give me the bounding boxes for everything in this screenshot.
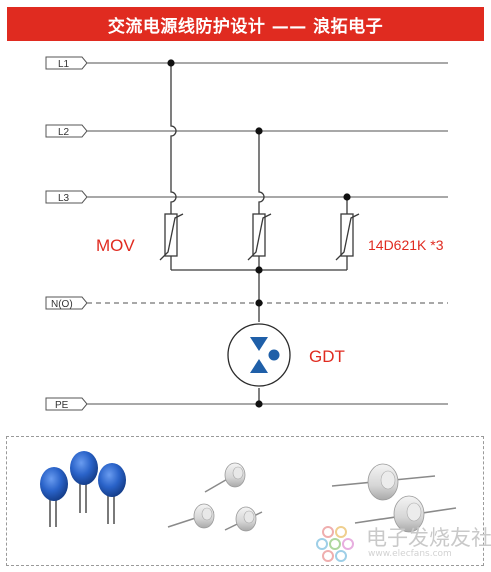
watermark-url: www.elecfans.com bbox=[368, 549, 452, 559]
line-label-n: N(O) bbox=[51, 299, 73, 310]
wire-l2 bbox=[258, 131, 265, 214]
product-photo-panel bbox=[6, 436, 484, 566]
mov-label: MOV bbox=[96, 236, 135, 255]
junction-dots bbox=[167, 59, 351, 408]
small-gdt-photo bbox=[167, 462, 263, 532]
varistor-photo bbox=[40, 451, 126, 527]
diagram-title: 交流电源线防护设计 —— 浪拓电子 bbox=[107, 16, 384, 37]
line-tag-n: N(O) bbox=[45, 296, 88, 310]
large-gdt-photo bbox=[331, 463, 457, 533]
mov-varistor-3 bbox=[335, 213, 360, 261]
gdt-label: GDT bbox=[309, 347, 345, 366]
mov-varistor-2 bbox=[247, 213, 272, 261]
line-tag-pe: PE bbox=[45, 397, 88, 411]
line-label-l2: L2 bbox=[58, 127, 70, 138]
line-tag-l1: L1 bbox=[45, 56, 88, 70]
gdt-symbol bbox=[227, 323, 291, 387]
watermark: 电子发烧友社区 www.elecfans.com bbox=[314, 518, 491, 566]
line-tag-l2: L2 bbox=[45, 124, 88, 138]
mov-part-number: 14D621K *3 bbox=[368, 237, 444, 253]
title-banner: 交流电源线防护设计 —— 浪拓电子 bbox=[7, 7, 484, 41]
wire-l1 bbox=[170, 63, 177, 214]
mov-varistor-1 bbox=[159, 213, 184, 261]
watermark-text: 电子发烧友社区 bbox=[366, 526, 491, 550]
watermark-logo-icon bbox=[316, 526, 354, 562]
line-label-l1: L1 bbox=[58, 59, 70, 70]
line-label-pe: PE bbox=[55, 400, 69, 411]
line-label-l3: L3 bbox=[58, 193, 70, 204]
line-tag-l3: L3 bbox=[45, 190, 88, 204]
